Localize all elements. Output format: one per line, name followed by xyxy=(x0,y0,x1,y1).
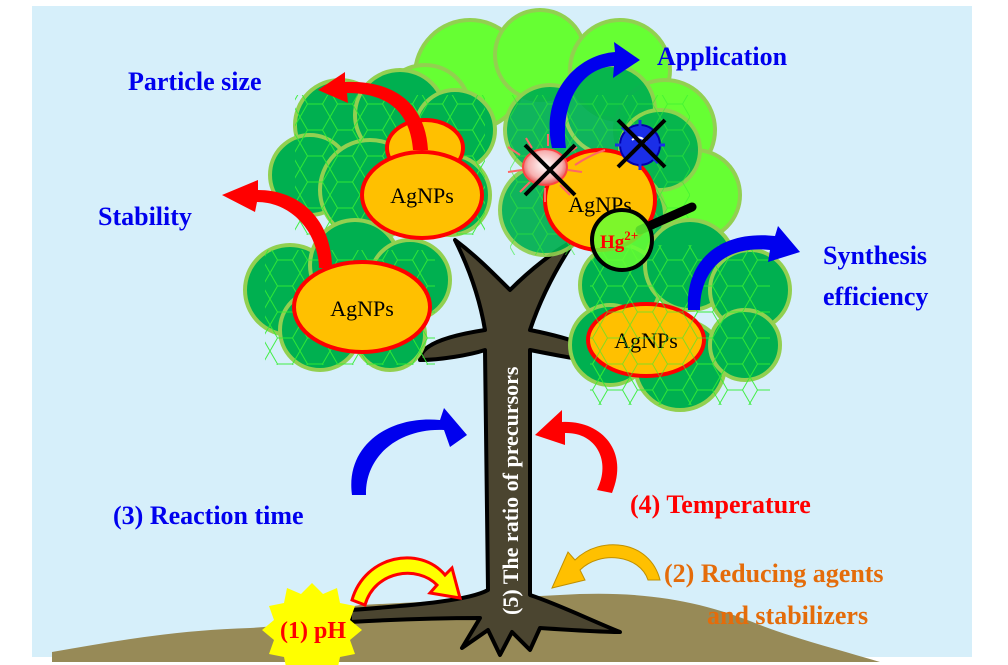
outcome-stability-label: Stability xyxy=(98,202,192,231)
hex-pattern xyxy=(590,300,710,380)
magnifier-icon xyxy=(590,202,697,272)
factor-precursor-ratio-label: (5) The ratio of precursors xyxy=(498,366,523,615)
arrow-to-particle-size xyxy=(318,72,428,150)
arrow-reaction-time xyxy=(351,408,467,495)
cross-out-icon xyxy=(523,143,577,197)
outcome-synthesis-efficiency-label: Synthesis efficiency xyxy=(823,241,934,311)
ground xyxy=(52,593,880,662)
outcome-application-label: Application xyxy=(657,42,788,71)
arrow-to-application xyxy=(549,42,640,148)
agnp-label: AgNPs xyxy=(330,296,394,321)
cross-out-icon xyxy=(616,118,667,169)
agnp-particle xyxy=(292,260,432,354)
factor-reducing-agents-label: (2) Reducing agents and stabilizers xyxy=(664,559,890,630)
factor-ph-label: (1) pH xyxy=(280,618,346,644)
factor-reaction-time-label: (3) Reaction time xyxy=(113,501,304,530)
factor-temperature-label: (4) Temperature xyxy=(630,490,811,519)
agnp-particle xyxy=(360,150,484,240)
arrow-ph xyxy=(350,556,463,607)
arrow-to-stability xyxy=(222,180,332,268)
outcome-particle-size-label: Particle size xyxy=(128,67,262,96)
ph-badge xyxy=(262,583,362,665)
agnp-label: AgNPs xyxy=(390,183,454,208)
arrow-to-synthesis-efficiency xyxy=(687,226,800,310)
arrow-temperature xyxy=(535,410,618,493)
arrow-reducing-agents xyxy=(551,544,661,589)
mercury-ion-label: Hg2+ xyxy=(600,228,638,253)
